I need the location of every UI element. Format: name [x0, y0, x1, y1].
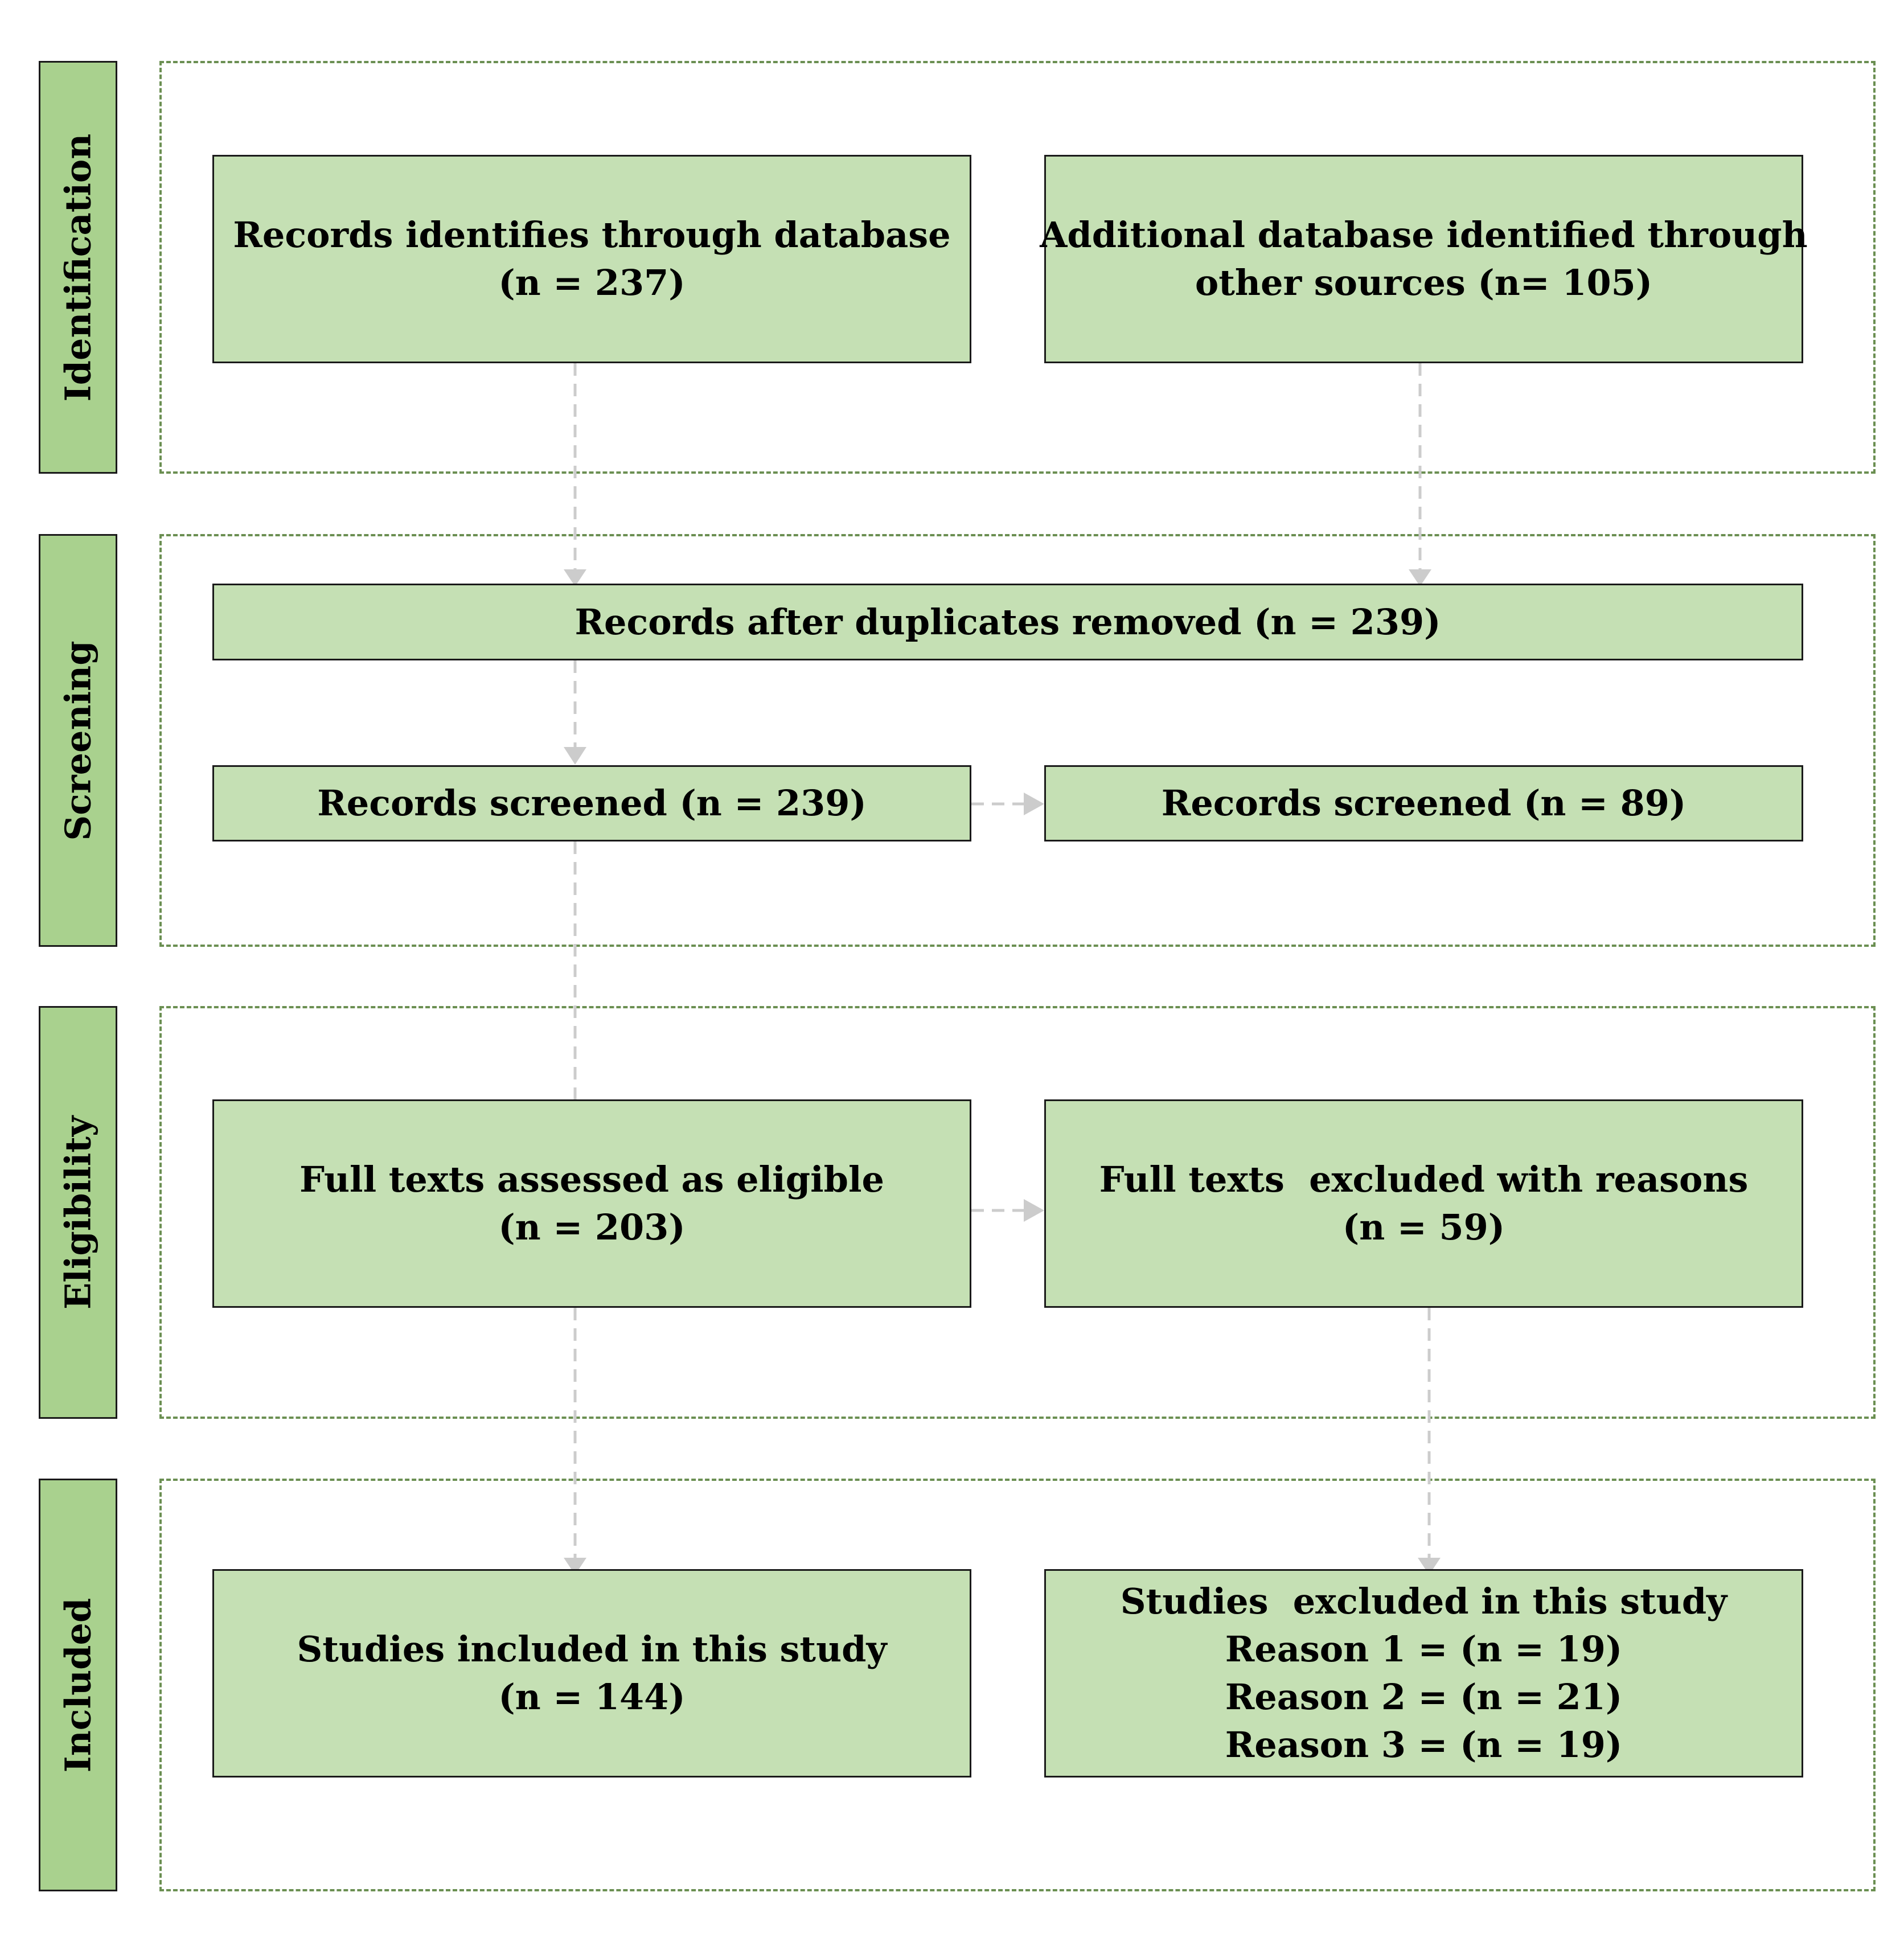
records-screened-excluded-box: Records screened (n = 89) [1044, 765, 1803, 841]
arrowhead-eligible-to-included [564, 1558, 586, 1575]
full-texts-eligible-line2: (n = 203) [498, 1206, 686, 1248]
records-screened-excluded-line1: Records screened (n = 89) [1161, 782, 1686, 824]
full-texts-excluded-box: Full texts excluded with reasons (n = 59… [1044, 1099, 1803, 1308]
records-database-line2: (n = 237) [498, 262, 686, 303]
additional-sources-line2: other sources (n= 105) [1195, 262, 1653, 303]
studies-included-line1: Studies included in this study [297, 1628, 887, 1670]
arrowhead-additional-to-duplicates [1409, 569, 1431, 586]
duplicates-removed-line1: Records after duplicates removed (n = 23… [575, 601, 1441, 643]
studies-excluded-line4: Reason 3 = (n = 19) [1225, 1724, 1623, 1766]
additional-sources-line1: Additional database identified through [1040, 214, 1808, 256]
studies-included-box: Studies included in this study (n = 144) [212, 1569, 971, 1778]
stage-screening: Screening [39, 534, 117, 947]
studies-excluded-line3: Reason 2 = (n = 21) [1225, 1676, 1623, 1718]
duplicates-removed-box: Records after duplicates removed (n = 23… [212, 584, 1803, 660]
studies-included-line2: (n = 144) [498, 1676, 686, 1718]
records-database-box: Records identifies through database (n =… [212, 155, 971, 363]
arrowhead-duplicates-to-screened [564, 747, 586, 765]
records-database-line1: Records identifies through database [233, 214, 951, 256]
stage-identification: Identification [39, 61, 117, 474]
identification-frame [159, 61, 1876, 474]
arrowhead-eligible-to-excluded [1024, 1199, 1044, 1222]
stage-eligibility: Eligibility [39, 1006, 117, 1419]
arrowhead-excluded-to-studies-excluded [1418, 1558, 1441, 1575]
studies-excluded-box: Studies excluded in this study Reason 1 … [1044, 1569, 1803, 1778]
full-texts-eligible-box: Full texts assessed as eligible (n = 203… [212, 1099, 971, 1308]
full-texts-eligible-line1: Full texts assessed as eligible [299, 1159, 884, 1200]
full-texts-excluded-line1: Full texts excluded with reasons [1099, 1159, 1749, 1200]
arrowhead-screened-to-excluded [1024, 793, 1044, 815]
studies-excluded-line2: Reason 1 = (n = 19) [1225, 1628, 1623, 1670]
records-screened-box: Records screened (n = 239) [212, 765, 971, 841]
screening-frame [159, 534, 1876, 947]
arrowhead-database-to-duplicates [564, 569, 586, 586]
stage-included: Included [39, 1479, 117, 1891]
full-texts-excluded-line2: (n = 59) [1342, 1206, 1505, 1248]
included-frame [159, 1479, 1876, 1891]
eligibility-frame [159, 1006, 1876, 1419]
studies-excluded-line1: Studies excluded in this study [1120, 1581, 1727, 1622]
additional-sources-box: Additional database identified through o… [1040, 155, 1808, 363]
records-screened-line1: Records screened (n = 239) [317, 782, 867, 824]
